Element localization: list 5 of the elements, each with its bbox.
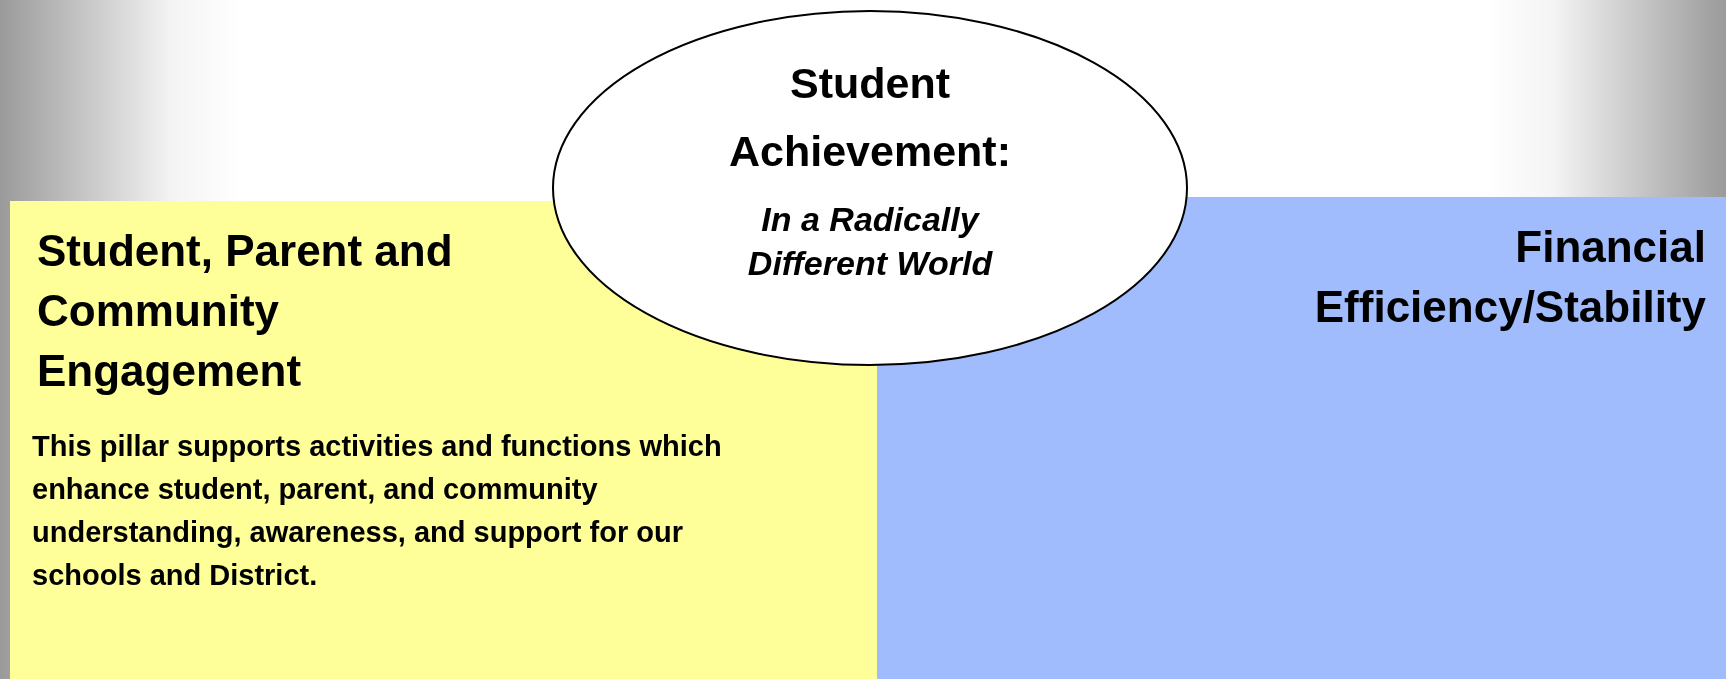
pillar-description: This pillar supports activities and functions which enhance student, parent, and community understanding, awareness, and support for our schools and District. bbox=[32, 429, 723, 593]
pillar-heading: Financial Efficiency/Stability bbox=[1313, 221, 1706, 333]
goal-title: Student Achievement: bbox=[728, 58, 1012, 177]
goal-subtitle: In a Radically Different World bbox=[746, 199, 994, 284]
pillar-heading: Student, Parent and Community Engagement bbox=[37, 225, 454, 397]
